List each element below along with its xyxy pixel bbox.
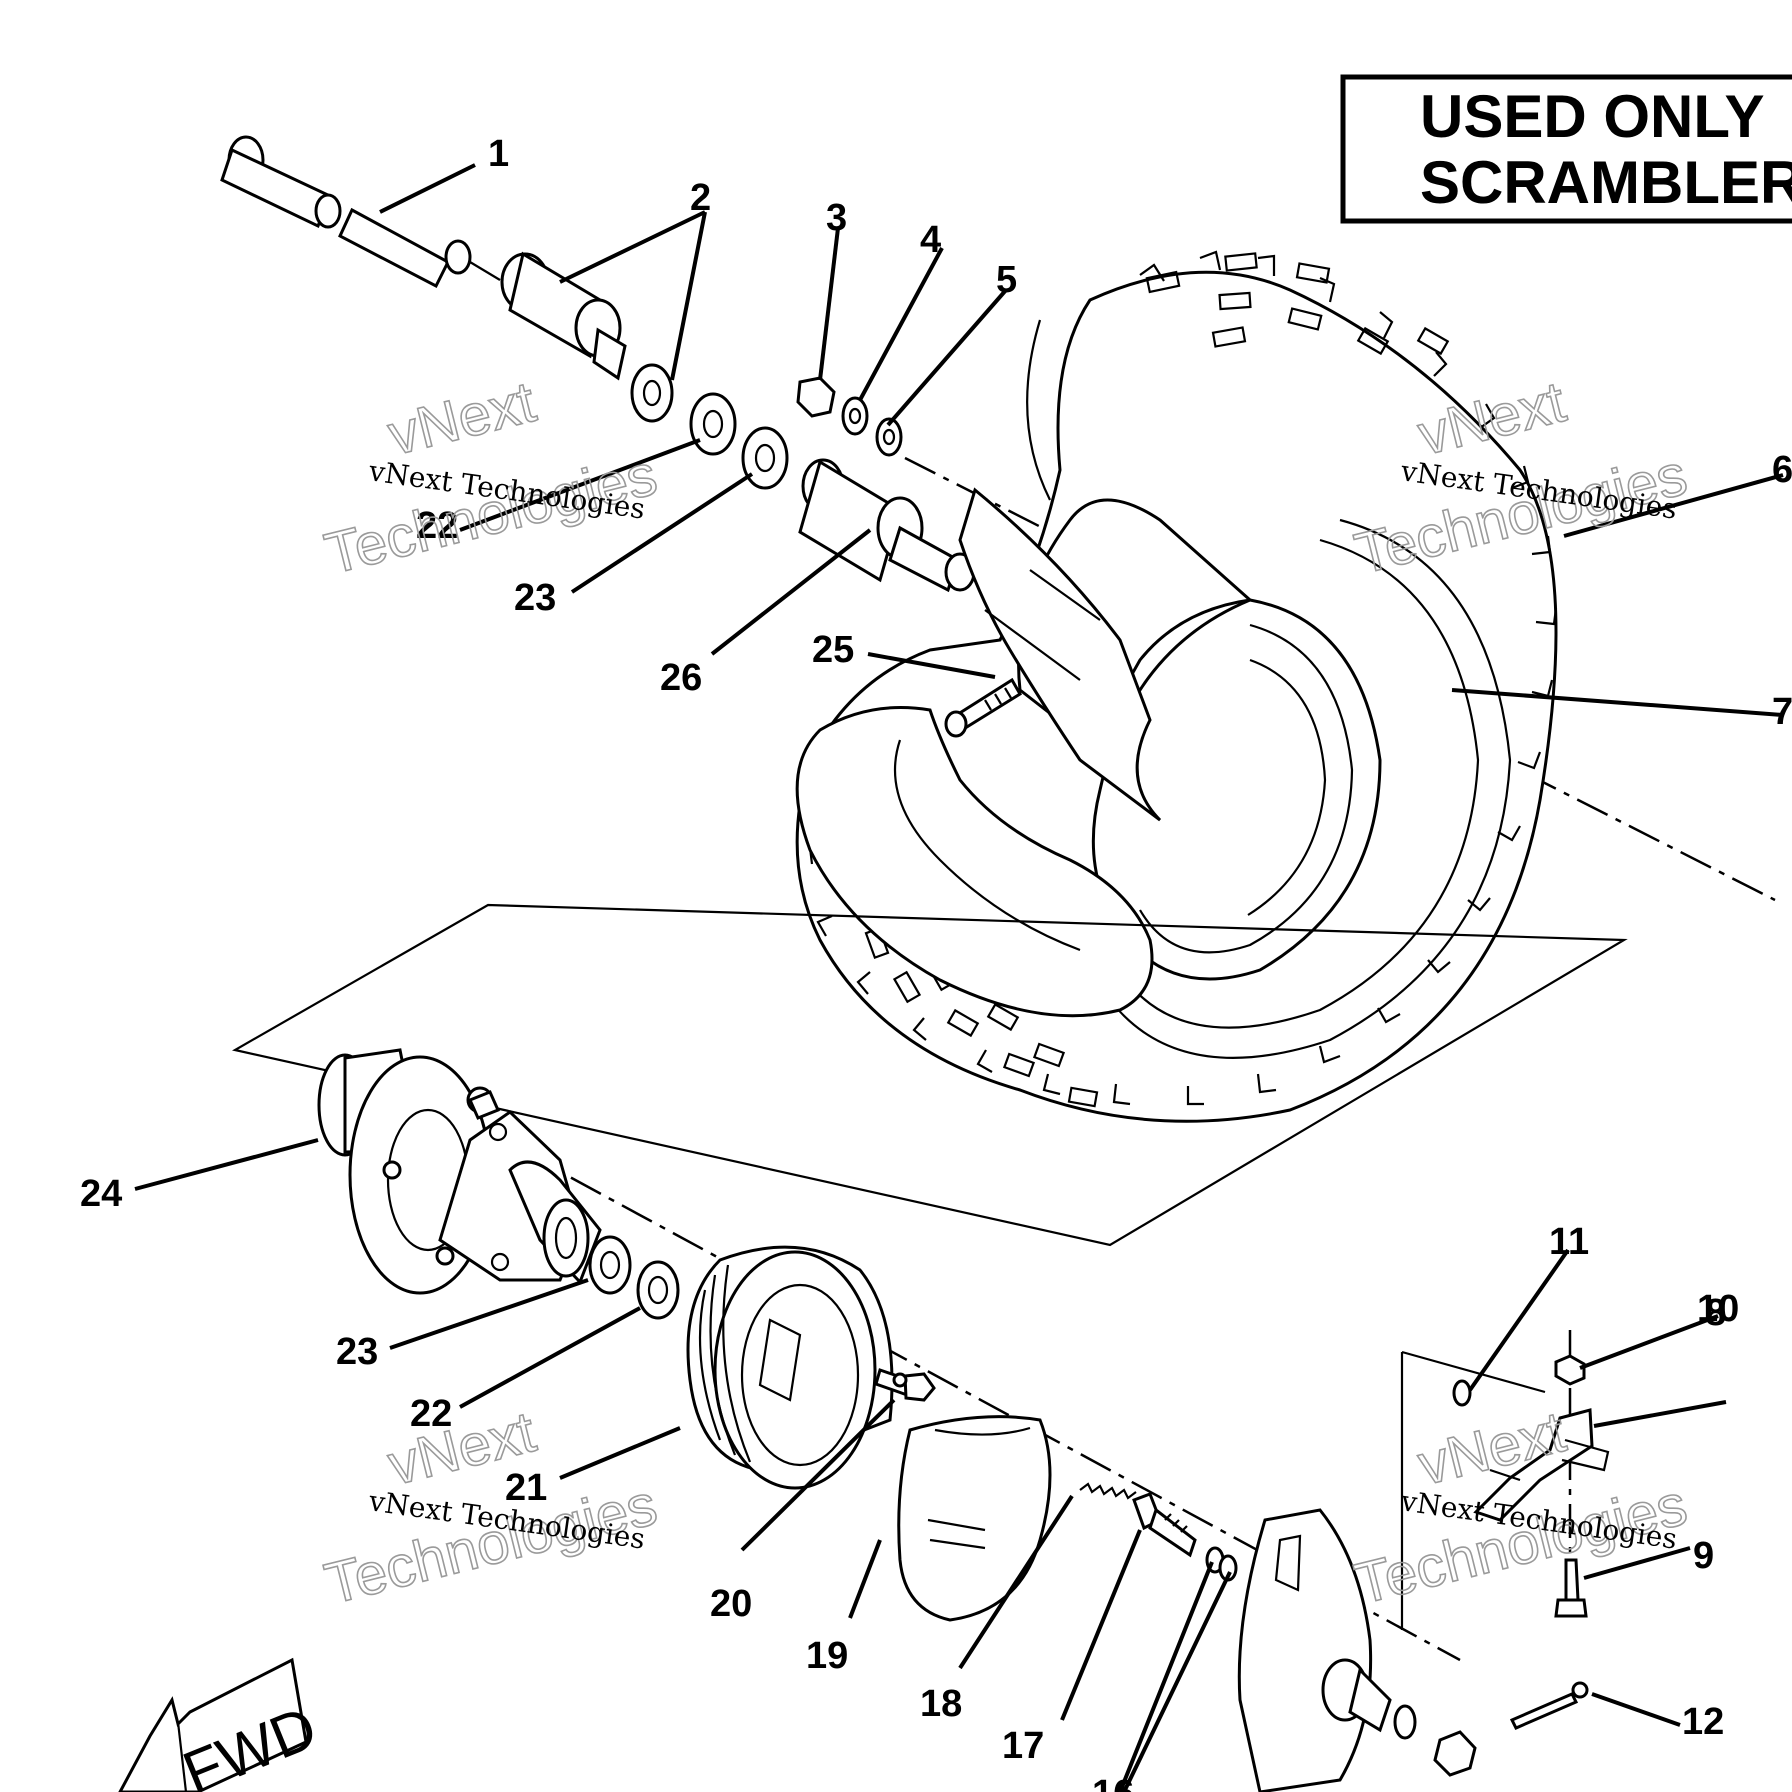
callout-7: 7 — [1772, 691, 1792, 733]
brake-shoe — [897, 1415, 1052, 1622]
banner-line-1: USED ONLY — [1420, 83, 1765, 150]
callout-1: 1 — [488, 133, 509, 175]
fwd-direction-arrow: FWD — [118, 1657, 326, 1792]
bearing-upper — [689, 392, 737, 456]
arm-nut — [1554, 1354, 1586, 1386]
callout-16: 16 — [1092, 1773, 1134, 1792]
hub-flange — [438, 1110, 602, 1285]
scrambler-notice-banner: USED ONLY SCRAMBLER — [1340, 74, 1792, 224]
callout-18: 18 — [920, 1683, 962, 1725]
leader-lines — [134, 163, 1784, 1792]
axle-shaft — [220, 135, 501, 289]
shoe-spring — [1079, 1482, 1137, 1500]
callout-11: 11 — [1549, 1221, 1589, 1263]
rear-tire-and-rim — [795, 250, 1558, 1123]
callout-25: 25 — [812, 629, 854, 671]
bearing-lower — [588, 1235, 632, 1295]
dust-seal — [630, 363, 674, 423]
callout-23-lower: 23 — [336, 1331, 378, 1373]
callout-22-upper: 22 — [416, 505, 458, 547]
callout-12: 12 — [1682, 1701, 1724, 1743]
brake-drum — [686, 1245, 894, 1490]
lock-washer — [841, 396, 869, 436]
callout-5: 5 — [996, 259, 1017, 301]
callout-22-lower: 22 — [410, 1393, 452, 1435]
svg-text:vNext: vNext — [1412, 1399, 1572, 1498]
brake-panel — [1237, 1508, 1392, 1792]
callout-26: 26 — [660, 657, 702, 699]
assembly-plane-outline — [231, 903, 1628, 1247]
brake-arm-assembly — [1400, 1330, 1610, 1730]
axle-nut — [796, 376, 836, 418]
spacer-sleeve — [500, 251, 627, 381]
lower-hub-assembly — [317, 1048, 1477, 1792]
callout-8: 8 — [1705, 1292, 1726, 1334]
panel-washer — [1393, 1704, 1417, 1740]
dust-seal-lower — [636, 1260, 680, 1320]
callout-4: 4 — [920, 219, 941, 261]
callout-6: 6 — [1772, 449, 1792, 491]
callout-17: 17 — [1002, 1725, 1044, 1767]
callout-24: 24 — [80, 1173, 122, 1215]
callout-21: 21 — [505, 1467, 547, 1509]
wheel-collar — [798, 458, 976, 593]
valve-stem — [944, 677, 1023, 738]
watermark-top-left: vNext Technologies — [318, 368, 664, 587]
callout-3: 3 — [826, 197, 847, 239]
flat-washer — [875, 417, 903, 457]
bearing-upper-2 — [741, 426, 789, 490]
cotter-pin — [1509, 1692, 1579, 1730]
arm-washer — [1452, 1379, 1472, 1407]
brake-lever-arm — [1473, 1408, 1594, 1522]
castle-nut — [1433, 1730, 1477, 1777]
drum-bolt — [874, 1368, 936, 1402]
watermark-bottom-left: vNext Technologies — [318, 1398, 664, 1617]
callout-10: 10 — [1697, 1288, 1739, 1330]
banner-line-2: SCRAMBLER — [1420, 149, 1792, 216]
callout-19: 19 — [806, 1635, 848, 1677]
callout-20: 20 — [710, 1583, 752, 1625]
callout-2: 2 — [690, 177, 711, 219]
callout-9: 9 — [1693, 1535, 1714, 1577]
upper-axle-assembly — [220, 135, 1776, 902]
callout-23-upper: 23 — [514, 577, 556, 619]
brake-cam — [1132, 1492, 1197, 1558]
callout-labels: 1 2 3 4 5 6 7 8 9 10 11 12 16 17 18 19 2… — [80, 133, 1792, 1792]
svg-text:vNext: vNext — [382, 369, 542, 468]
